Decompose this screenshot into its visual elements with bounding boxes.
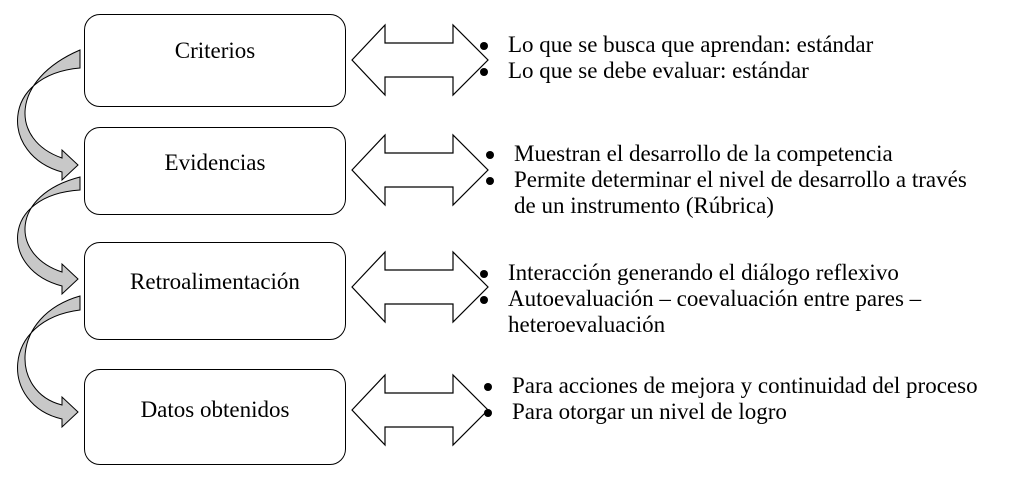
curved-arrow-1 xyxy=(17,49,81,182)
bullet-list-datos-obtenidos: Para acciones de mejora y continuidad de… xyxy=(480,373,980,425)
bullet-text: Muestran el desarrollo de la competencia xyxy=(514,141,893,166)
double-arrow-1 xyxy=(351,23,489,97)
bullet-icon xyxy=(480,68,488,76)
bullet-icon xyxy=(484,383,492,391)
stage-label: Datos obtenidos xyxy=(140,397,290,422)
double-arrow-3 xyxy=(351,250,489,324)
bullet-icon xyxy=(480,270,488,278)
curved-arrow-2 xyxy=(17,176,81,296)
bullet-list-retroalimentacion: Interacción generando el diálogo reflexi… xyxy=(476,260,996,338)
bullet-text: Lo que se busca que aprendan: estándar xyxy=(508,32,874,57)
list-item: Para otorgar un nivel de logro xyxy=(480,399,980,425)
bullet-text: Para otorgar un nivel de logro xyxy=(512,399,787,424)
bullet-list-evidencias: Muestran el desarrollo de la competencia… xyxy=(482,141,972,219)
bullet-text: Autoevaluación – coevaluación entre pare… xyxy=(508,286,922,337)
list-item: Interacción generando el diálogo reflexi… xyxy=(476,260,996,286)
list-item: Muestran el desarrollo de la competencia xyxy=(482,141,972,167)
bullet-icon xyxy=(484,409,492,417)
list-item: Autoevaluación – coevaluación entre pare… xyxy=(476,286,996,338)
stage-box-evidencias: Evidencias xyxy=(84,127,346,215)
bullet-icon xyxy=(480,42,488,50)
bullet-icon xyxy=(480,296,488,304)
bullet-icon xyxy=(486,151,494,159)
bullet-text: Interacción generando el diálogo reflexi… xyxy=(508,260,899,285)
bullet-text: Lo que se debe evaluar: estándar xyxy=(508,58,809,83)
stage-label: Retroalimentación xyxy=(130,269,300,294)
double-arrow-2 xyxy=(351,133,489,207)
bullet-icon xyxy=(486,177,494,185)
list-item: Para acciones de mejora y continuidad de… xyxy=(480,373,980,399)
list-item: Permite determinar el nivel de desarroll… xyxy=(482,167,972,219)
bullet-list-criterios: Lo que se busca que aprendan: estándar L… xyxy=(476,32,956,84)
list-item: Lo que se debe evaluar: estándar xyxy=(476,58,956,84)
double-arrow-4 xyxy=(351,373,489,447)
bullet-text: Para acciones de mejora y continuidad de… xyxy=(512,373,978,398)
stage-box-datos-obtenidos: Datos obtenidos xyxy=(84,369,346,465)
stage-box-retroalimentacion: Retroalimentación xyxy=(84,242,346,340)
list-item: Lo que se busca que aprendan: estándar xyxy=(476,32,956,58)
stage-box-criterios: Criterios xyxy=(84,14,346,107)
bullet-text: Permite determinar el nivel de desarroll… xyxy=(514,167,967,218)
stage-label: Evidencias xyxy=(164,150,266,175)
stage-label: Criterios xyxy=(174,38,256,63)
curved-arrow-3 xyxy=(17,295,81,429)
